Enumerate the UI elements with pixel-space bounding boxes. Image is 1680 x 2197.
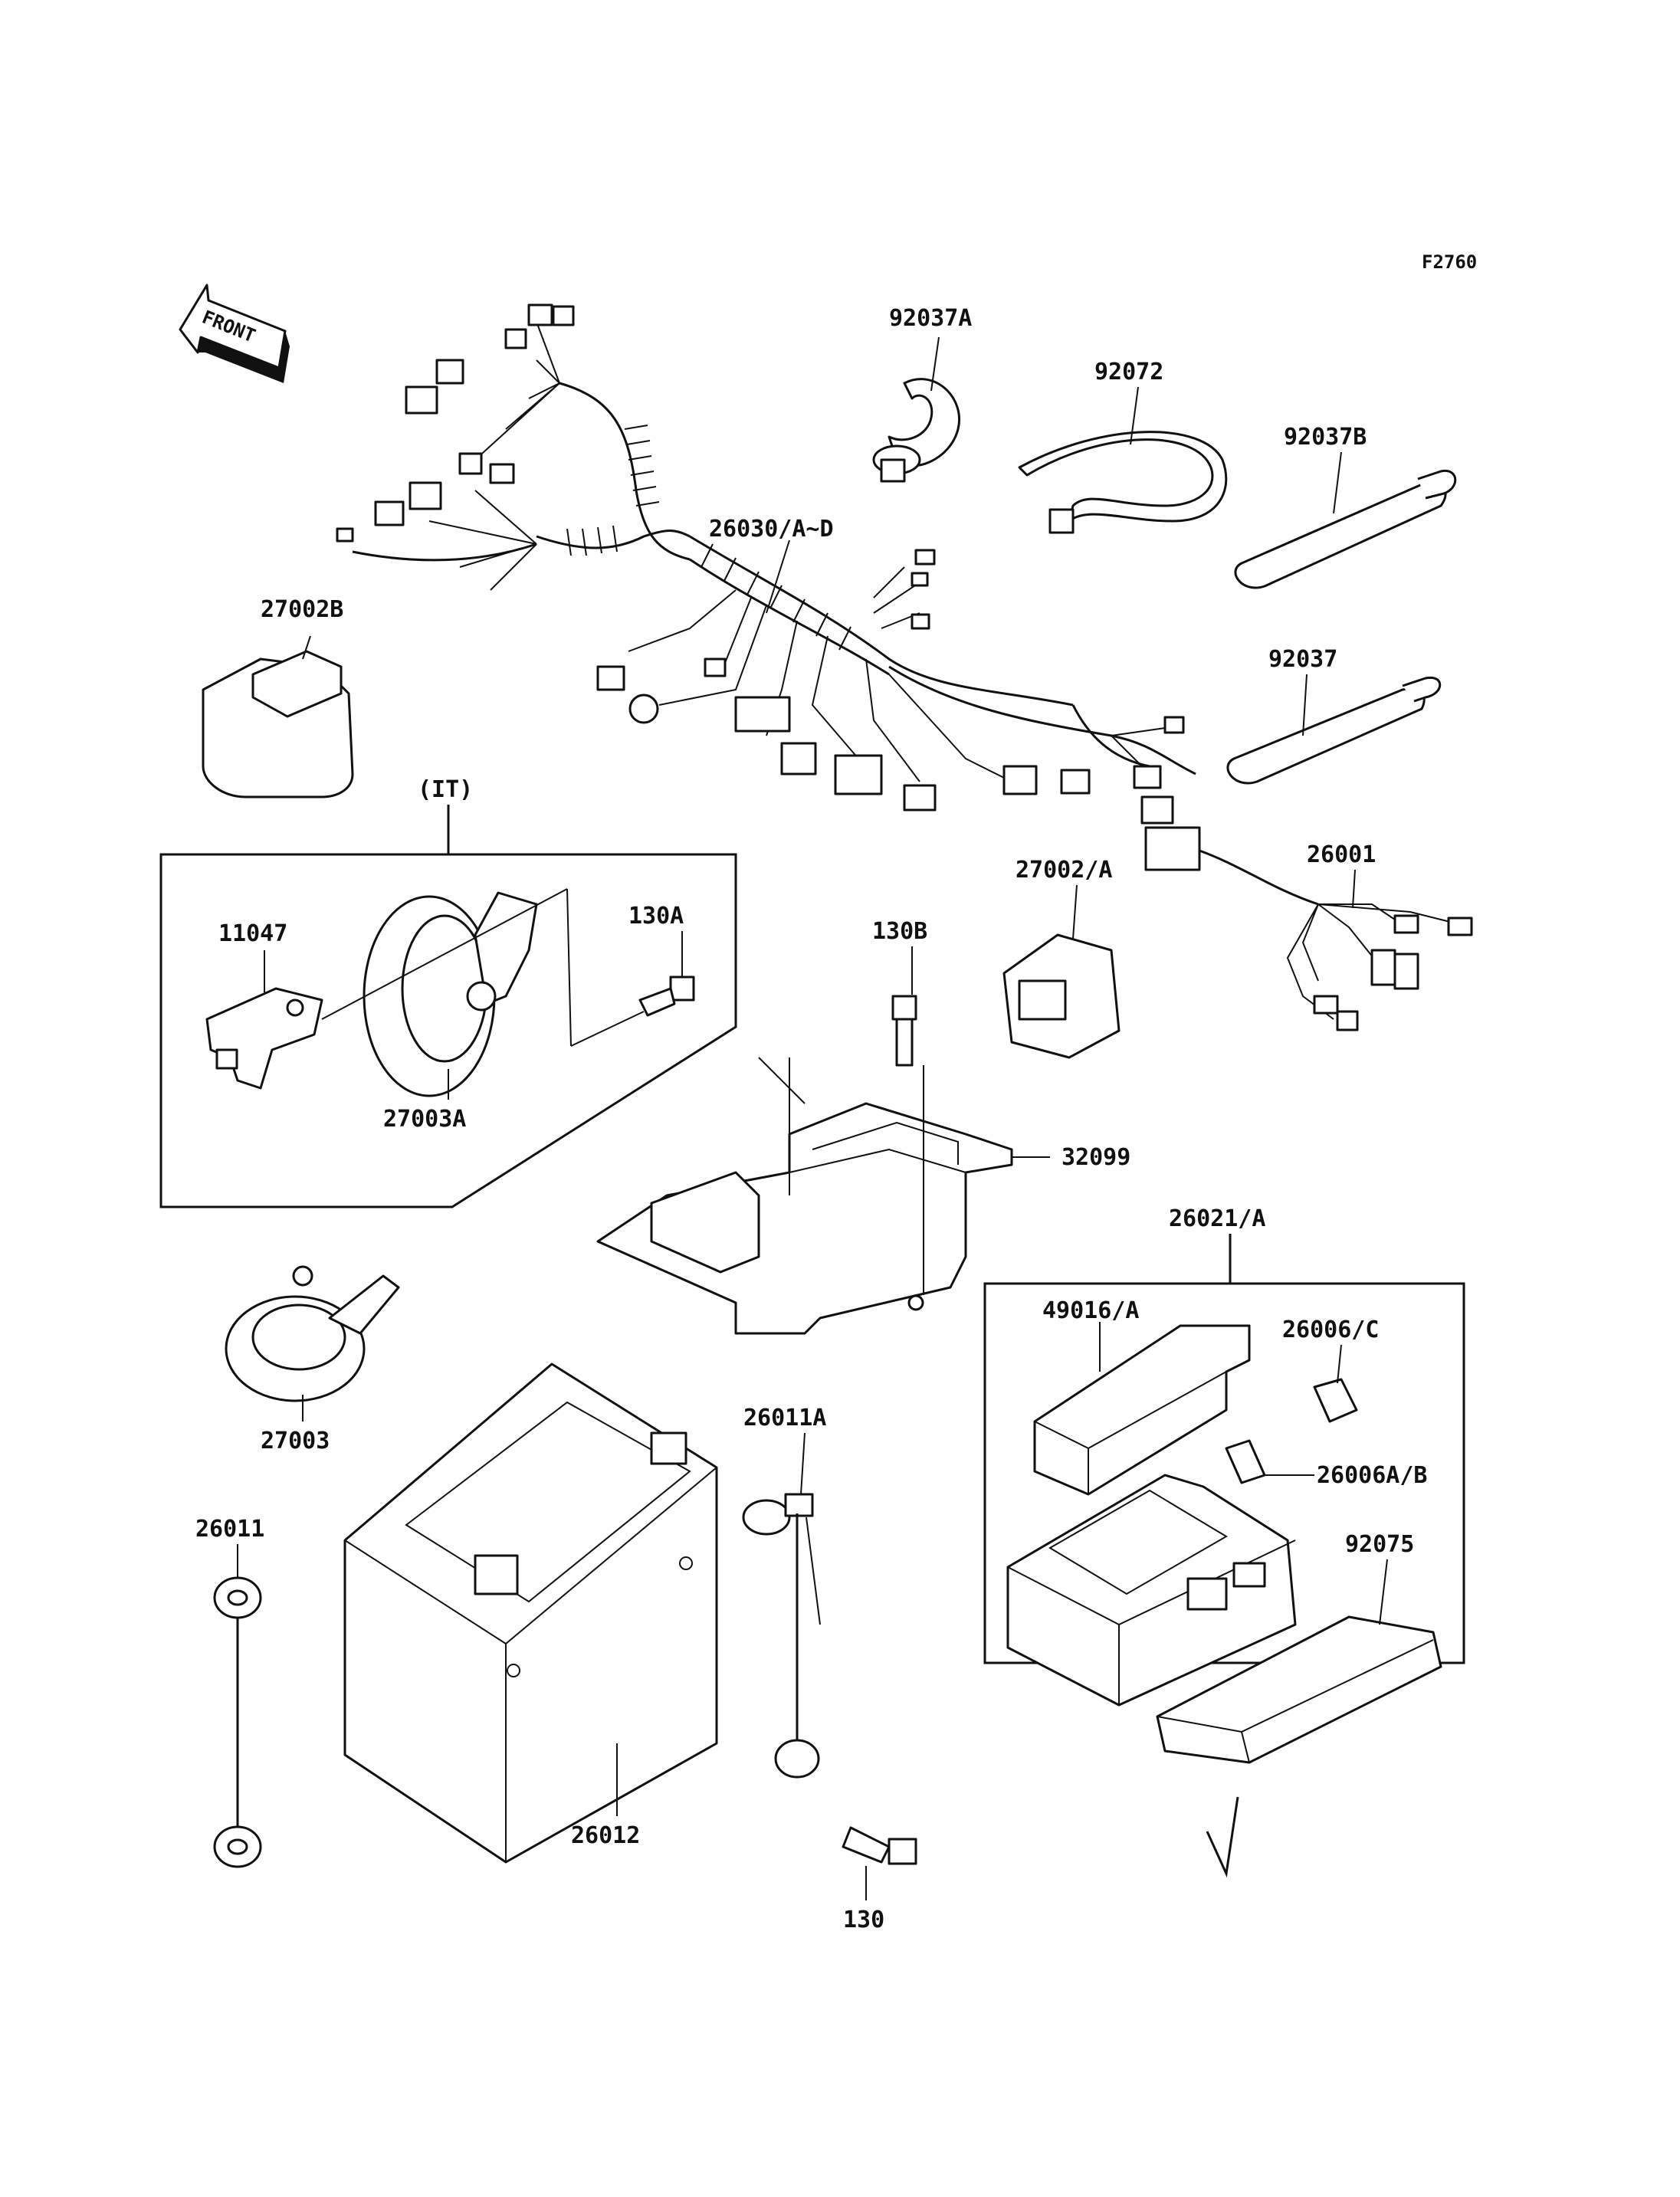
bolt-130 (842, 1826, 917, 1900)
label-26006AB: 26006A/B (1317, 1462, 1428, 1489)
cover-92075 (1156, 1559, 1442, 1764)
italy-horn-box (159, 853, 737, 1208)
label-32099: 32099 (1061, 1144, 1130, 1171)
cable-26011A (742, 1432, 821, 1779)
cable-tie-92072 (1018, 386, 1228, 534)
label-92037A: 92037A (889, 305, 972, 332)
label-26030: 26030/A~D (709, 516, 834, 543)
label-27003: 27003 (261, 1428, 330, 1454)
clamp-92037A (872, 336, 960, 483)
wiring-harness (336, 303, 1196, 825)
fuse-cover-49016 (1033, 1322, 1251, 1496)
label-11047: 11047 (218, 920, 287, 947)
label-26012: 26012 (571, 1822, 640, 1849)
label-26011: 26011 (195, 1516, 264, 1543)
label-26021: 26021/A (1169, 1205, 1265, 1232)
label-27002A: 27002/A (1016, 857, 1112, 884)
relay-27002B (202, 635, 354, 798)
junction-box (1006, 1474, 1297, 1707)
fuse-26006C (1313, 1344, 1358, 1423)
strap-92037 (1226, 674, 1442, 785)
sub-harness-26001 (1144, 826, 1473, 1031)
battery-tray-32099 (596, 1057, 1050, 1335)
label-27003A: 27003A (383, 1106, 466, 1133)
label-130B: 130B (872, 918, 927, 945)
cable-26011 (213, 1544, 262, 1868)
figure-code: F2760 (1422, 251, 1477, 273)
fuse-26006AB (1225, 1439, 1314, 1484)
bolt-130B (891, 946, 917, 1067)
label-italy: (IT) (418, 776, 473, 803)
battery-26012 (343, 1362, 718, 1864)
bolt-130A (638, 931, 695, 1017)
bracket-11047 (205, 950, 323, 1090)
label-26001: 26001 (1307, 841, 1376, 868)
label-27002B: 27002B (261, 596, 343, 623)
pointer-mark (1206, 1796, 1239, 1878)
horn-27003 (225, 1265, 400, 1421)
label-92037: 92037 (1268, 646, 1337, 673)
label-26011A: 26011A (743, 1405, 826, 1431)
label-92072: 92072 (1094, 359, 1163, 385)
label-92037B: 92037B (1284, 424, 1367, 451)
label-49016: 49016/A (1042, 1297, 1139, 1324)
front-arrow-icon: FRONT (179, 284, 290, 383)
fuse-box-group-26021 (983, 1282, 1465, 1664)
horn-27003A (321, 888, 645, 1100)
strap-92037B (1234, 451, 1457, 589)
relay-27002A (1002, 884, 1121, 1059)
label-92075: 92075 (1345, 1531, 1414, 1558)
label-130A: 130A (628, 903, 684, 930)
label-26006C: 26006/C (1282, 1317, 1379, 1343)
label-130: 130 (843, 1907, 884, 1933)
